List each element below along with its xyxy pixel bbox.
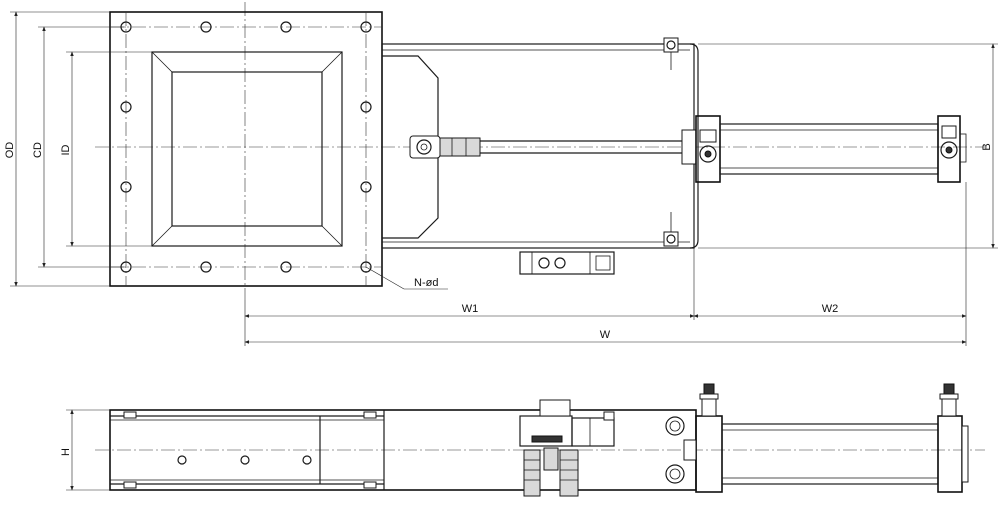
dim-label-w2: W2 <box>822 303 839 315</box>
dim-label-cd: CD <box>32 142 44 158</box>
port-inner <box>171 71 323 227</box>
side-cylinder-barrel <box>721 423 939 485</box>
dim-label-od: OD <box>4 142 16 159</box>
cylinder-front-cap <box>695 115 721 183</box>
sensor-fittings <box>699 383 959 417</box>
bracket-bolts <box>663 37 679 247</box>
rod-coupling <box>439 137 481 157</box>
solenoid-valve-top <box>519 251 615 275</box>
dim-label-holes: N-ød <box>414 277 438 289</box>
bolt-holes <box>120 21 372 273</box>
port-outer <box>151 51 343 247</box>
dim-label-h: H <box>60 448 72 456</box>
dim-label-id: ID <box>60 144 72 155</box>
dim-label-w1: W1 <box>462 303 479 315</box>
cylinder-gland <box>681 129 697 165</box>
dim-label-b: B <box>981 143 993 150</box>
top-view: OD CD ID B N-ød W1 W2 W <box>4 2 998 346</box>
side-cylinder-end-cap <box>937 415 963 493</box>
cylinder-barrel <box>719 123 939 175</box>
dim-label-w: W <box>600 329 611 341</box>
solenoid-valve-side <box>519 399 615 497</box>
side-cylinder-front-cap <box>695 415 723 493</box>
side-view: H <box>60 383 985 497</box>
clevis <box>409 135 441 159</box>
